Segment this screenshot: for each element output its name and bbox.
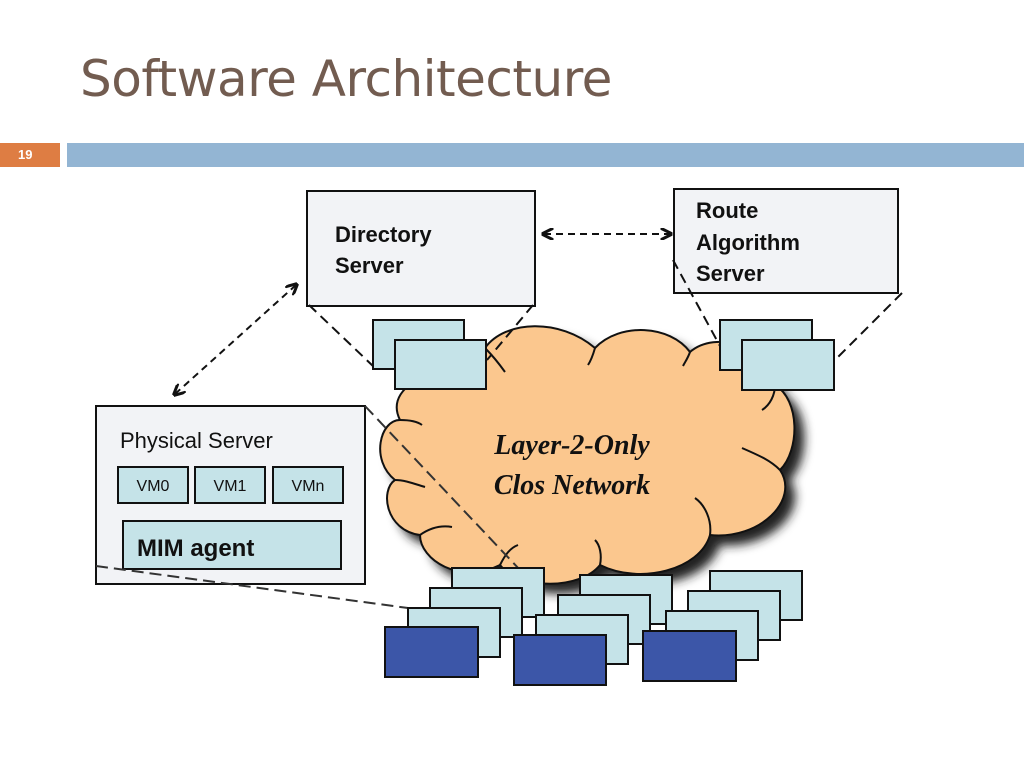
host-server — [642, 630, 737, 682]
edge-stack-3 — [642, 570, 803, 682]
header-bar — [67, 143, 1024, 167]
physical-zoom-lines — [95, 405, 521, 609]
directory-server-label-2: Server — [335, 253, 404, 278]
mim-agent-box — [122, 520, 342, 570]
route-server-label-2: Algorithm — [696, 230, 800, 255]
route-server-label-3: Server — [696, 261, 765, 286]
directory-server: Directory Server — [306, 190, 536, 307]
physical-directory-arrow — [175, 285, 296, 394]
route-switch-stack — [719, 319, 835, 391]
route-server-label-1: Route — [696, 198, 758, 223]
route-algorithm-server: Route Algorithm Server — [673, 188, 899, 294]
directory-switch-stack — [372, 319, 487, 390]
physical-server-label: Physical Server — [120, 428, 273, 453]
edge-stack-1 — [384, 567, 545, 678]
route-zoom-lines — [672, 259, 903, 361]
mim-agent-label: MIM agent — [137, 535, 254, 562]
cloud-label-line2: Clos Network — [494, 470, 650, 501]
directory-server-label-1: Directory — [335, 222, 432, 247]
physical-server: Physical Server VM0 VM1 VMn MIM agent — [95, 405, 366, 585]
cloud-label-line1: Layer-2-Only — [493, 430, 650, 461]
network-cloud — [379, 325, 796, 585]
vm-label: VMn — [292, 478, 325, 495]
vm-box — [194, 466, 266, 504]
edge-stack-2 — [513, 574, 673, 686]
vm-box — [117, 466, 189, 504]
slide-number: 19 — [0, 143, 60, 167]
vm-label: VM0 — [137, 478, 170, 495]
host-server — [513, 634, 607, 686]
directory-zoom-lines — [308, 304, 534, 368]
slide-title: Software Architecture — [80, 50, 612, 108]
host-server — [384, 626, 479, 678]
vm-box — [272, 466, 344, 504]
vm-label: VM1 — [214, 478, 247, 495]
